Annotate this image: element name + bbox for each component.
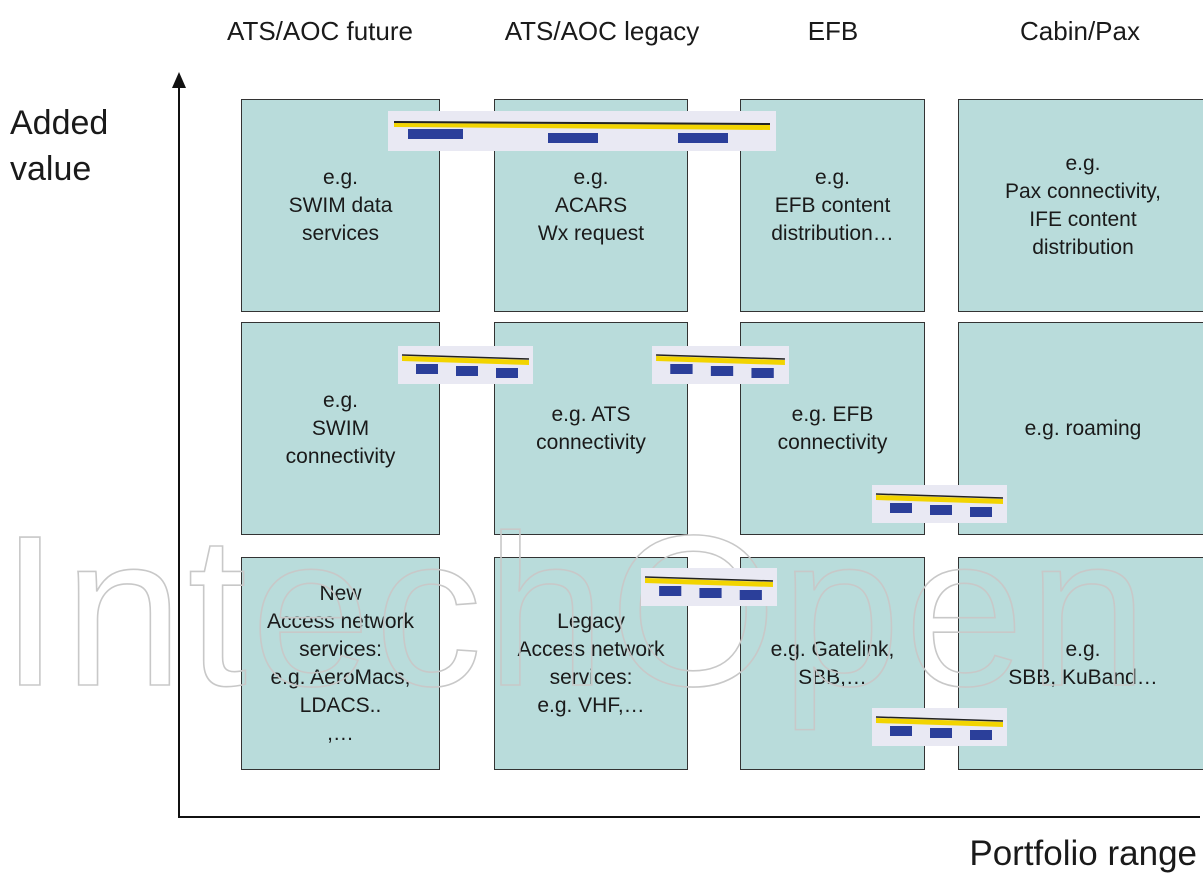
column-header-ats-aoc-legacy: ATS/AOC legacy: [504, 16, 700, 46]
x-axis-label: Portfolio range: [969, 834, 1197, 873]
y-axis-line: [178, 84, 180, 818]
bridge-icon-large: [388, 111, 776, 151]
bridge-icon-small: [652, 346, 789, 384]
column-header-ats-aoc-future: ATS/AOC future: [227, 16, 413, 46]
cell-ats-future-access-network: New Access network services: e.g. AeroMa…: [241, 557, 440, 770]
cell-cabin-data-services: e.g. Pax connectivity, IFE content distr…: [958, 99, 1203, 312]
bridge-icon-small: [872, 708, 1007, 746]
y-axis-arrow-icon: [172, 72, 186, 88]
cell-ats-future-connectivity: e.g. SWIM connectivity: [241, 322, 440, 535]
column-header-efb: EFB: [807, 16, 859, 46]
column-header-cabin-pax: Cabin/Pax: [1020, 16, 1140, 46]
bridge-icon-small: [872, 485, 1007, 523]
cell-ats-legacy-access-network: Legacy Access network services: e.g. VHF…: [494, 557, 688, 770]
x-axis-line: [178, 816, 1200, 818]
y-axis-label: Added value: [10, 104, 109, 188]
bridge-icon-small: [398, 346, 533, 384]
cell-efb-data-services: e.g. EFB content distribution…: [740, 99, 925, 312]
bridge-icon-small: [641, 568, 777, 606]
